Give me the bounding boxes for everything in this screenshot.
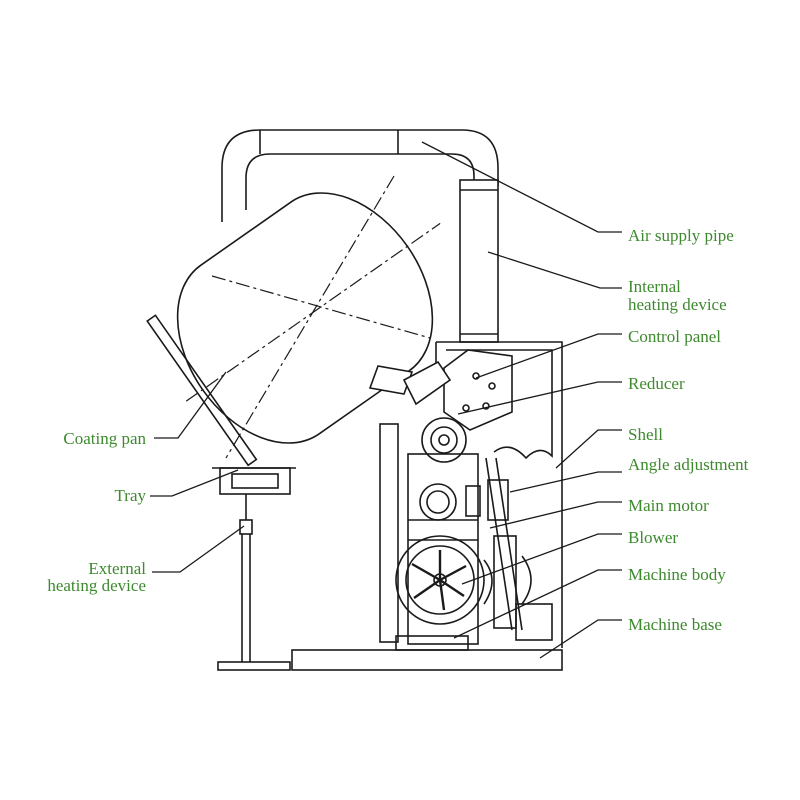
label-angle-adjustment: Angle adjustment — [628, 455, 749, 474]
reducer-gear — [421, 417, 467, 463]
label-coating-pan: Coating pan — [63, 429, 146, 448]
label-machine-base: Machine base — [628, 615, 722, 634]
machine-base — [291, 635, 563, 671]
leader-lines — [150, 141, 622, 659]
label-blower: Blower — [628, 528, 679, 547]
control-panel-housing — [443, 349, 513, 431]
label-main-motor: Main motor — [628, 496, 709, 515]
internal-heating-device — [459, 179, 499, 343]
label-shell: Shell — [628, 425, 663, 444]
label-external-heating-line2: heating device — [47, 576, 146, 595]
air-supply-pipe — [221, 129, 499, 222]
tray — [212, 467, 296, 495]
label-control-panel: Control panel — [628, 327, 722, 346]
label-machine-body: Machine body — [628, 565, 726, 584]
label-internal-heating-line2: heating device — [628, 295, 727, 314]
coating-pan — [146, 175, 452, 467]
label-external-heating-line1: External — [88, 559, 146, 578]
label-tray: Tray — [114, 486, 147, 505]
external-heating-stand — [217, 494, 291, 671]
label-reducer: Reducer — [628, 374, 685, 393]
label-internal-heating-line1: Internal — [628, 277, 681, 296]
label-air-supply-pipe: Air supply pipe — [628, 226, 734, 245]
main-motor — [419, 483, 481, 521]
